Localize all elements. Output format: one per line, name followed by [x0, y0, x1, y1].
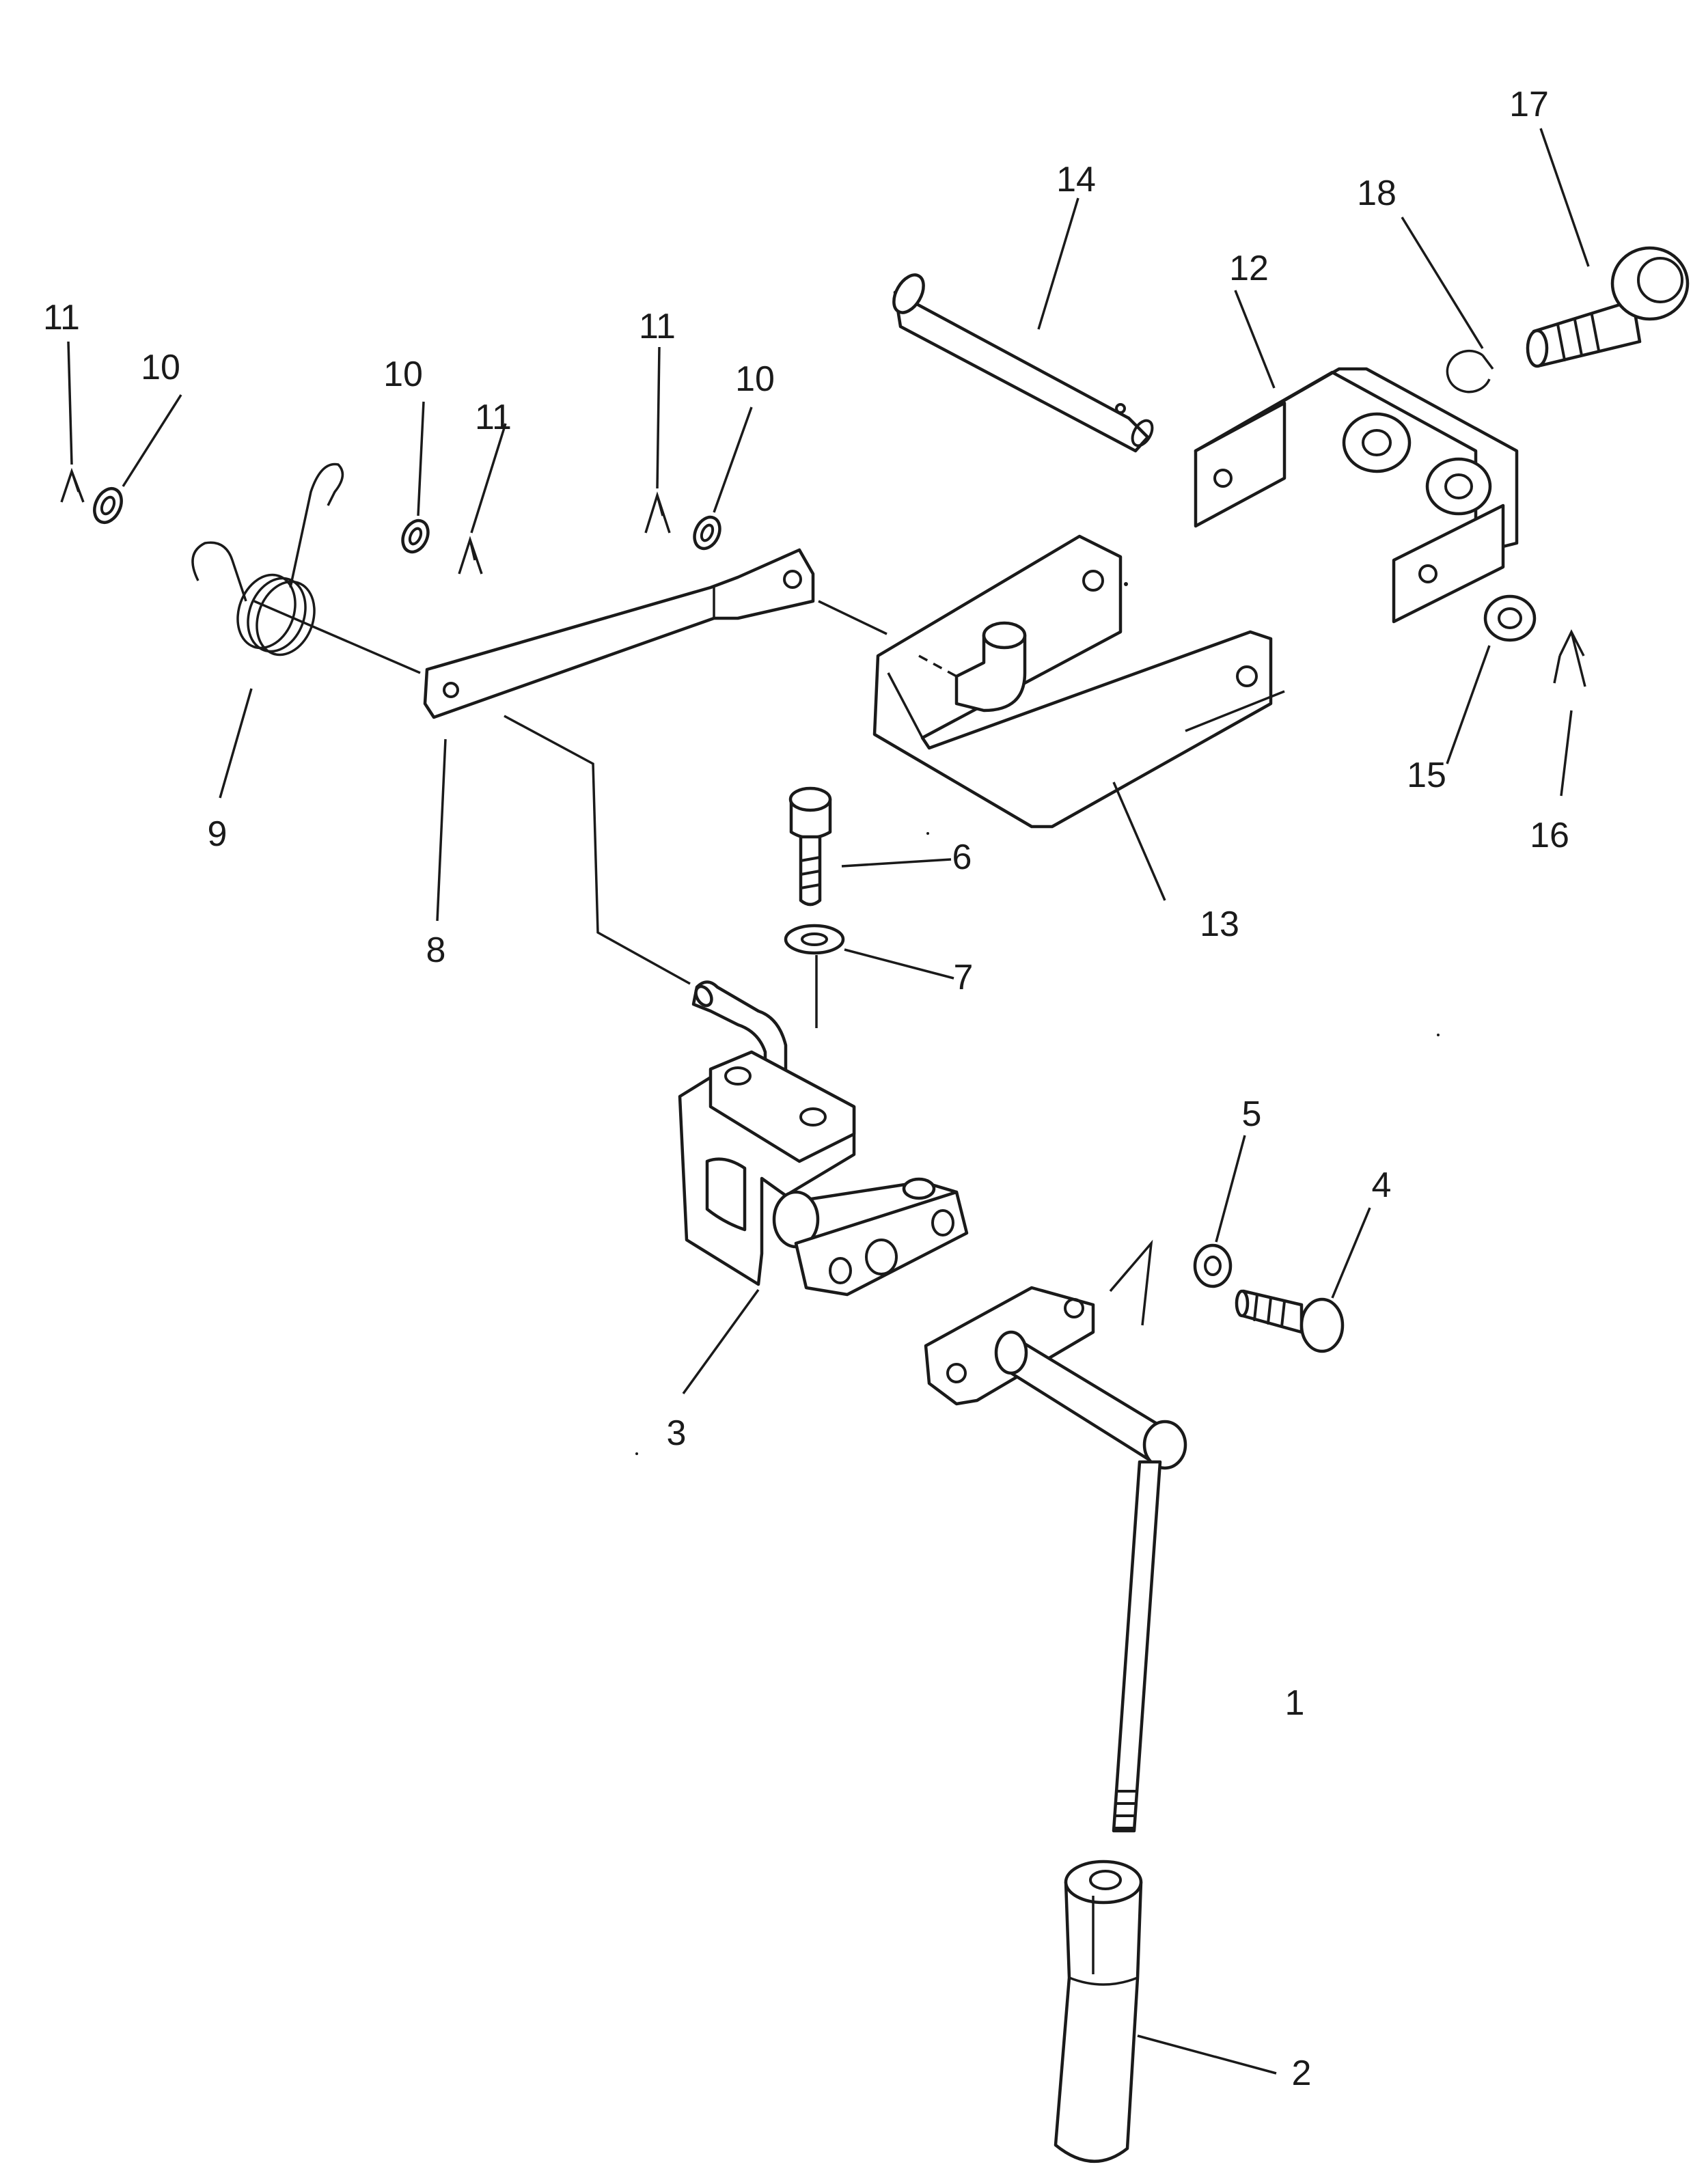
speck: [926, 832, 929, 835]
callout-1: 1: [1285, 1683, 1305, 1723]
callout-10-b: 10: [383, 355, 423, 394]
callout-10-c: 10: [735, 359, 775, 399]
callout-11-b: 11: [475, 398, 512, 437]
callout-16: 16: [1530, 816, 1569, 855]
leader-lines: [67, 128, 1590, 2075]
cotter-pin-part-11-a: [60, 467, 85, 503]
bracket-part-12: [1194, 367, 1519, 624]
washer-part-7: [784, 924, 845, 955]
callout-15: 15: [1407, 756, 1446, 795]
callout-3: 3: [667, 1413, 687, 1453]
callout-7: 7: [954, 958, 974, 997]
cotter-pin-part-11-b: [458, 536, 483, 575]
bracket-part-13: [872, 534, 1273, 829]
callout-13: 13: [1200, 904, 1239, 944]
callout-11-a: 11: [43, 298, 80, 337]
callout-10-a: 10: [141, 348, 180, 387]
callout-4: 4: [1372, 1165, 1392, 1205]
knob-part-2: [1054, 1860, 1143, 2163]
cotter-pin-part-11-c: [644, 491, 671, 534]
callout-14: 14: [1056, 160, 1096, 199]
callout-17: 17: [1509, 85, 1549, 124]
snap-ring-part-18: [1446, 350, 1494, 393]
bolt-part-4: [1235, 1289, 1345, 1353]
washer-part-10-a: [93, 486, 123, 525]
washer-part-5: [1193, 1243, 1233, 1288]
callout-6: 6: [952, 838, 972, 877]
callout-12: 12: [1229, 249, 1269, 288]
bolt-part-6: [788, 786, 832, 907]
link-plate-part-8: [423, 548, 815, 719]
callout-18: 18: [1357, 174, 1397, 213]
washer-part-15: [1483, 594, 1537, 642]
bolt-part-17: [1526, 246, 1690, 368]
speck: [635, 1452, 638, 1455]
callout-9: 9: [208, 814, 228, 854]
lever-part-1: [924, 1286, 1187, 1833]
bracket-assembly-part-3: [678, 980, 969, 1297]
callout-8: 8: [426, 930, 446, 970]
cotter-pin-part-16: [1553, 629, 1586, 687]
speck: [1437, 1034, 1440, 1036]
washer-part-10-b: [401, 519, 430, 554]
pin-part-14: [892, 273, 1154, 453]
washer-part-10-c: [693, 515, 721, 551]
speck: [1124, 582, 1128, 586]
callout-2: 2: [1292, 2054, 1312, 2093]
callout-11-c: 11: [639, 307, 676, 346]
callout-labels: 1 2 3 4 5 6 7 8 9 10 10 10 11 11 11 12 1…: [43, 85, 1569, 2093]
callout-5: 5: [1242, 1094, 1262, 1134]
spring-part-9: [191, 462, 344, 656]
